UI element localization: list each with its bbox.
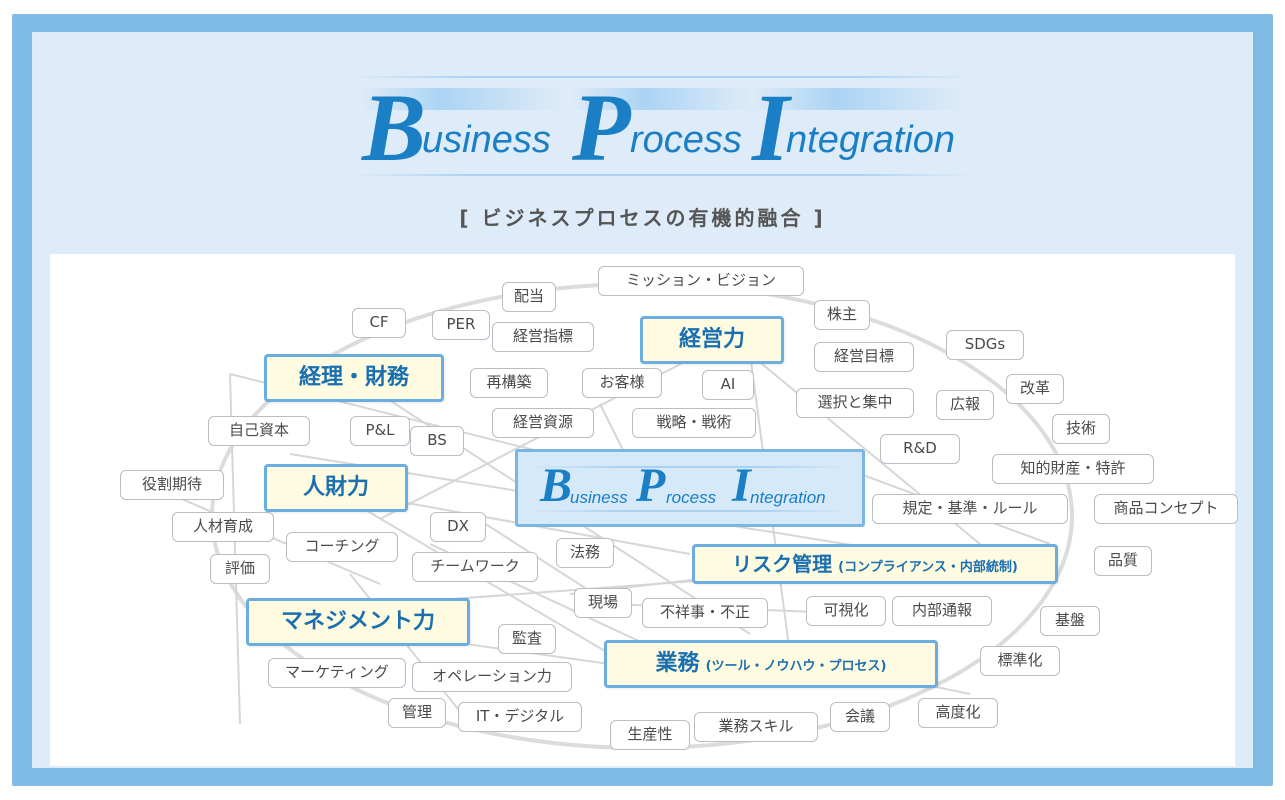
title-word-integration: I ntegration: [752, 80, 962, 176]
diagram-panel: B usiness P rocess I ntegration [ ビジネスプロ…: [32, 32, 1253, 768]
node-kaikaku: 改革: [1006, 374, 1064, 404]
title-word-initial: P: [572, 74, 631, 181]
node-kanri: 管理: [388, 698, 446, 728]
node-per: PER: [432, 310, 490, 340]
node-hyouka: 評価: [210, 554, 270, 584]
major-risk-sub: (コンプライアンス・内部統制): [838, 560, 1018, 575]
node-ai: AI: [702, 370, 754, 400]
center-bpi-box: B usiness P rocess I ntegration: [515, 449, 865, 527]
outer-frame: B usiness P rocess I ntegration [ ビジネスプロ…: [12, 14, 1273, 786]
node-okyakusama: お客様: [582, 368, 662, 398]
major-keiei: 経営力: [640, 316, 784, 364]
title-stripe-top: [352, 76, 972, 78]
center-word-initial: P: [636, 459, 666, 512]
node-sdgs: SDGs: [946, 330, 1024, 360]
node-marketing: マーケティング: [268, 658, 406, 688]
node-cf: CF: [352, 308, 406, 338]
node-kansa: 監査: [498, 624, 556, 654]
node-operation: オペレーション力: [412, 662, 572, 692]
node-kabunushi: 株主: [814, 300, 870, 330]
node-jiko-shihon: 自己資本: [208, 416, 310, 446]
major-gyomu-sub: (ツール・ノウハウ・プロセス): [705, 659, 887, 674]
major-jinzai: 人財力: [264, 464, 408, 512]
node-teamwork: チームワーク: [412, 552, 538, 582]
title-stripe-bottom: [352, 174, 972, 176]
title-word-business: B usiness: [362, 80, 562, 176]
title-word-initial: B: [362, 74, 427, 181]
node-naibu-tsuho: 内部通報: [892, 596, 992, 626]
center-word-initial: I: [732, 459, 751, 512]
node-rd: R&D: [880, 434, 960, 464]
network-canvas: ミッション・ビジョン 配当 株主 CF PER 経営指標 経営目標 SDGs 再…: [50, 254, 1238, 766]
node-coaching: コーチング: [286, 532, 398, 562]
node-saikouchiku: 再構築: [470, 368, 548, 398]
node-gyomu-skill: 業務スキル: [694, 712, 818, 742]
center-stripe-top: [528, 466, 852, 468]
title-word-highlight: [362, 88, 562, 110]
major-keiri: 経理・財務: [264, 354, 444, 402]
title-word-highlight: [752, 88, 962, 110]
node-keiei-shigen: 経営資源: [492, 408, 594, 438]
title-word-rest: ntegration: [786, 119, 956, 161]
node-keiei-shihyo: 経営指標: [492, 322, 594, 352]
node-yakuwari: 役割期待: [120, 470, 224, 500]
node-shohin: 商品コンセプト: [1094, 494, 1238, 524]
node-houmu: 法務: [556, 538, 614, 568]
node-bs: BS: [410, 426, 464, 456]
major-gyomu: 業務 (ツール・ノウハウ・プロセス): [604, 640, 938, 688]
center-word-initial: B: [540, 459, 573, 512]
title-word-rest: usiness: [422, 119, 551, 161]
major-gyomu-label: 業務: [655, 651, 700, 676]
title-header: B usiness P rocess I ntegration [ ビジネスプロ…: [32, 32, 1253, 232]
center-word-rest: rocess: [666, 488, 717, 507]
major-risk-label: リスク管理: [732, 552, 833, 576]
node-seisansei: 生産性: [610, 720, 690, 750]
major-management: マネジメント力: [246, 598, 470, 646]
node-senryaku: 戦略・戦術: [632, 408, 756, 438]
node-hinshitsu: 品質: [1094, 546, 1152, 576]
title-word-highlight: [572, 88, 752, 110]
node-fushouji: 不祥事・不正: [642, 598, 768, 628]
node-dx: DX: [430, 512, 486, 542]
node-haito: 配当: [502, 282, 556, 312]
node-kitei: 規定・基準・ルール: [872, 494, 1068, 524]
node-kouhou: 広報: [936, 390, 994, 420]
node-sentaku: 選択と集中: [796, 388, 914, 418]
node-it: IT・デジタル: [458, 702, 582, 732]
node-kiban: 基盤: [1040, 606, 1100, 636]
node-kashika: 可視化: [806, 596, 886, 626]
node-pl: P&L: [350, 416, 410, 446]
title-word-initial: I: [752, 74, 790, 181]
title-word-process: P rocess: [572, 80, 752, 176]
link: [169, 493, 381, 585]
center-word-rest: usiness: [570, 488, 628, 507]
subtitle: [ ビジネスプロセスの有機的融合 ]: [459, 206, 826, 230]
major-risk: リスク管理 (コンプライアンス・内部統制): [692, 544, 1058, 584]
center-word-rest: ntegration: [750, 488, 826, 507]
node-gijutsu: 技術: [1052, 414, 1110, 444]
node-mission: ミッション・ビジョン: [598, 266, 804, 296]
title-word-rest: rocess: [630, 119, 742, 161]
node-jinzai-ikusei: 人材育成: [172, 512, 274, 542]
node-hyoujunka: 標準化: [980, 646, 1060, 676]
center-stripe-bottom: [528, 510, 852, 512]
node-koudoka: 高度化: [918, 698, 998, 728]
node-kaigi: 会議: [830, 702, 890, 732]
node-genba: 現場: [574, 588, 632, 618]
node-chiteki: 知的財産・特許: [992, 454, 1154, 484]
node-keiei-mokuhyo: 経営目標: [814, 342, 914, 372]
